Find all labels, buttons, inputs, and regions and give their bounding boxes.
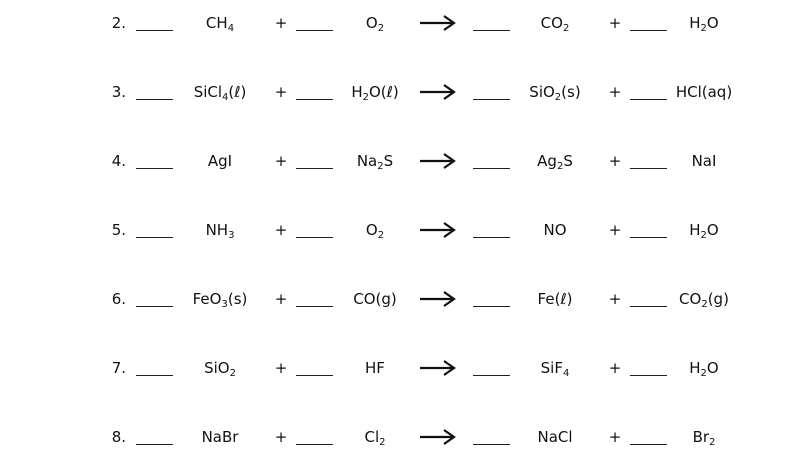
- coefficient-blank-1[interactable]: [136, 237, 173, 238]
- coefficient-blank-1[interactable]: [136, 30, 173, 31]
- plus-sign: +: [274, 290, 288, 308]
- reactant-1-formula: NaBr: [201, 428, 239, 446]
- plus-sign: +: [274, 221, 288, 239]
- plus-sign: +: [608, 290, 622, 308]
- equation-number: 5.: [111, 221, 126, 239]
- reactant-1-formula: FeO3(s): [192, 290, 248, 310]
- reactant-2-formula: O2: [365, 14, 385, 34]
- worksheet: 2. CH4 + O2 CO2 + H2O 3. SiCl4(ℓ) + H2O(…: [0, 8, 800, 448]
- reactant-2-formula: H2O(ℓ): [351, 83, 399, 103]
- product-2-formula: Br2: [692, 428, 716, 448]
- reactant-2-formula: Cl2: [364, 428, 386, 448]
- coefficient-blank-2[interactable]: [296, 444, 333, 445]
- plus-sign: +: [274, 428, 288, 446]
- reaction-arrow-icon: [420, 429, 456, 445]
- plus-sign: +: [608, 428, 622, 446]
- coefficient-blank-1[interactable]: [136, 375, 173, 376]
- coefficient-blank-4[interactable]: [630, 237, 667, 238]
- product-1-formula: Ag2S: [537, 152, 573, 172]
- plus-sign: +: [608, 221, 622, 239]
- product-1-formula: CO2: [540, 14, 570, 34]
- reactant-1-formula: SiCl4(ℓ): [193, 83, 247, 103]
- coefficient-blank-3[interactable]: [473, 375, 510, 376]
- product-2-formula: HCl(aq): [675, 83, 733, 101]
- coefficient-blank-2[interactable]: [296, 306, 333, 307]
- equation-row: 2. CH4 + O2 CO2 + H2O: [0, 8, 800, 38]
- plus-sign: +: [274, 359, 288, 377]
- equation-row: 7. SiO2 + HF SiF4 + H2O: [0, 353, 800, 383]
- reactant-2-formula: CO(g): [353, 290, 397, 308]
- plus-sign: +: [274, 83, 288, 101]
- reactant-2-formula: Na2S: [356, 152, 394, 172]
- reaction-arrow-icon: [420, 291, 456, 307]
- reaction-arrow-icon: [420, 153, 456, 169]
- equation-row: 5. NH3 + O2 NO + H2O: [0, 215, 800, 245]
- product-1-formula: NO: [543, 221, 567, 239]
- reactant-1-formula: SiO2: [204, 359, 236, 379]
- coefficient-blank-4[interactable]: [630, 444, 667, 445]
- plus-sign: +: [608, 14, 622, 32]
- coefficient-blank-4[interactable]: [630, 99, 667, 100]
- coefficient-blank-2[interactable]: [296, 237, 333, 238]
- coefficient-blank-2[interactable]: [296, 168, 333, 169]
- reaction-arrow-icon: [420, 84, 456, 100]
- product-2-formula: H2O: [689, 359, 719, 379]
- coefficient-blank-3[interactable]: [473, 306, 510, 307]
- coefficient-blank-4[interactable]: [630, 30, 667, 31]
- plus-sign: +: [608, 83, 622, 101]
- coefficient-blank-1[interactable]: [136, 168, 173, 169]
- coefficient-blank-3[interactable]: [473, 30, 510, 31]
- reactant-2-formula: O2: [365, 221, 385, 241]
- coefficient-blank-1[interactable]: [136, 99, 173, 100]
- equation-number: 3.: [111, 83, 126, 101]
- equation-number: 2.: [111, 14, 126, 32]
- product-2-formula: H2O: [689, 14, 719, 34]
- plus-sign: +: [274, 152, 288, 170]
- equation-number: 6.: [111, 290, 126, 308]
- product-2-formula: H2O: [689, 221, 719, 241]
- coefficient-blank-3[interactable]: [473, 99, 510, 100]
- equation-row: 8. NaBr + Cl2 NaCl + Br2: [0, 422, 800, 452]
- reaction-arrow-icon: [420, 15, 456, 31]
- coefficient-blank-3[interactable]: [473, 168, 510, 169]
- product-1-formula: Fe(ℓ): [537, 290, 573, 308]
- equation-row: 6. FeO3(s) + CO(g) Fe(ℓ) + CO2(g): [0, 284, 800, 314]
- coefficient-blank-4[interactable]: [630, 306, 667, 307]
- plus-sign: +: [274, 14, 288, 32]
- equation-number: 4.: [111, 152, 126, 170]
- product-1-formula: SiF4: [540, 359, 570, 379]
- product-1-formula: SiO2(s): [529, 83, 581, 103]
- coefficient-blank-1[interactable]: [136, 444, 173, 445]
- reaction-arrow-icon: [420, 222, 456, 238]
- coefficient-blank-4[interactable]: [630, 375, 667, 376]
- coefficient-blank-3[interactable]: [473, 444, 510, 445]
- equation-row: 3. SiCl4(ℓ) + H2O(ℓ) SiO2(s) + HCl(aq): [0, 77, 800, 107]
- product-2-formula: CO2(g): [679, 290, 729, 310]
- coefficient-blank-4[interactable]: [630, 168, 667, 169]
- plus-sign: +: [608, 152, 622, 170]
- coefficient-blank-2[interactable]: [296, 375, 333, 376]
- coefficient-blank-3[interactable]: [473, 237, 510, 238]
- coefficient-blank-2[interactable]: [296, 99, 333, 100]
- equation-row: 4. AgI + Na2S Ag2S + NaI: [0, 146, 800, 176]
- reaction-arrow-icon: [420, 360, 456, 376]
- plus-sign: +: [608, 359, 622, 377]
- product-2-formula: NaI: [691, 152, 717, 170]
- product-1-formula: NaCl: [537, 428, 573, 446]
- reactant-1-formula: AgI: [207, 152, 233, 170]
- equation-number: 8.: [111, 428, 126, 446]
- reactant-2-formula: HF: [365, 359, 385, 377]
- coefficient-blank-1[interactable]: [136, 306, 173, 307]
- coefficient-blank-2[interactable]: [296, 30, 333, 31]
- equation-number: 7.: [111, 359, 126, 377]
- reactant-1-formula: NH3: [205, 221, 235, 241]
- reactant-1-formula: CH4: [205, 14, 235, 34]
